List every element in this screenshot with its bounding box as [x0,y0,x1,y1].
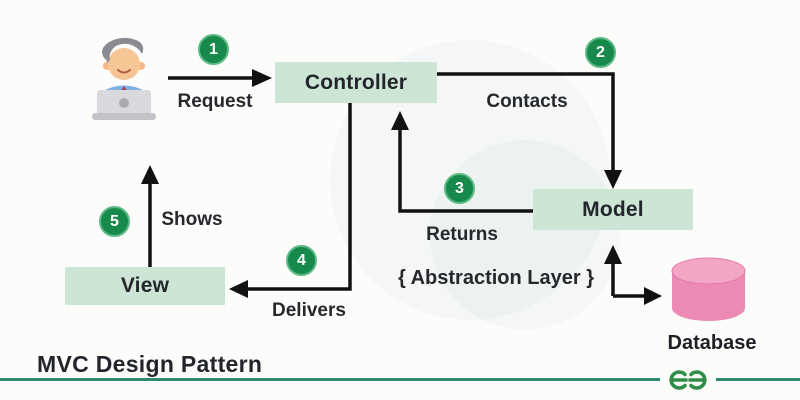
step-badge-4: 4 [286,245,317,276]
abstraction-layer-annotation: { Abstraction Layer } [398,267,594,289]
edge-label-delivers: Delivers [272,300,346,321]
page-title: MVC Design Pattern [37,351,263,377]
step-number: 4 [297,251,306,269]
step-number: 5 [110,212,119,230]
step-number: 2 [596,43,605,61]
step-number: 1 [209,40,218,58]
node-model-label: Model [582,197,644,221]
step-badge-3: 3 [444,173,475,204]
node-controller: Controller [275,62,437,103]
background-watermark [430,140,620,330]
node-database-label: Database [667,332,757,354]
arrow-model-database [604,245,662,305]
edge-label-contacts: Contacts [486,91,568,112]
step-badge-2: 2 [585,37,616,68]
step-badge-5: 5 [99,206,130,237]
arrow-shows [141,165,159,267]
step-number: 3 [455,179,464,197]
arrow-request [168,69,272,87]
geeksforgeeks-logo-icon [669,370,707,390]
arrow-contacts [437,72,622,189]
database-cylinder-icon [671,257,746,321]
node-view: View [65,267,225,305]
edge-label-request: Request [177,91,253,112]
node-view-label: View [120,274,170,297]
edge-label-shows: Shows [161,209,223,230]
arrow-returns [391,111,533,213]
footer-divider-left [0,378,660,381]
edge-label-returns: Returns [426,224,498,245]
node-model: Model [533,189,693,230]
footer-divider-right [716,378,800,381]
user-at-laptop-icon [92,37,156,120]
arrow-delivers [229,103,352,298]
node-controller-label: Controller [304,70,408,94]
step-badge-1: 1 [198,34,229,65]
